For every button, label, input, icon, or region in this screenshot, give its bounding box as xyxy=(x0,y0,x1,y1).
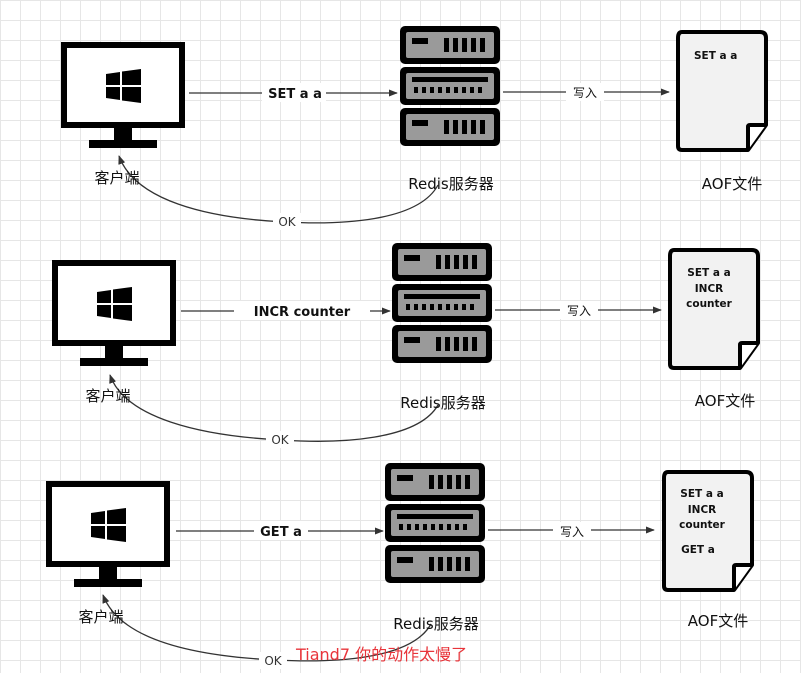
aof-line: SET a a xyxy=(687,267,730,279)
aof-line: counter xyxy=(686,298,733,310)
row-1: SET a a 写入 SET a a OK 客户端 Redis服务器 AOF文件 xyxy=(64,26,768,230)
write-label: 写入 xyxy=(567,304,591,318)
client-label: 客户端 xyxy=(94,169,139,187)
client-label: 客户端 xyxy=(78,608,123,626)
client-label: 客户端 xyxy=(85,387,130,405)
server-rack-icon xyxy=(385,463,485,583)
server-rack-icon xyxy=(400,26,500,146)
server-label: Redis服务器 xyxy=(393,615,478,633)
monitor-windows-icon xyxy=(55,263,173,366)
command-label: SET a a xyxy=(268,87,322,102)
reply-arrow xyxy=(118,155,439,224)
watermark-text: Tiand7 你的动作太慢了 xyxy=(295,645,467,664)
reply-label: OK xyxy=(264,654,282,668)
aof-file-label: AOF文件 xyxy=(702,175,762,193)
server-label: Redis服务器 xyxy=(408,175,493,193)
aof-file-label: AOF文件 xyxy=(695,392,755,410)
aof-line: SET a a xyxy=(680,488,723,500)
aof-line: SET a a xyxy=(694,50,737,62)
write-label: 写入 xyxy=(573,86,597,100)
monitor-windows-icon xyxy=(64,45,182,148)
aof-line: INCR xyxy=(695,283,724,295)
command-label: INCR counter xyxy=(254,305,351,320)
aof-line: counter xyxy=(679,519,726,531)
aof-file-label: AOF文件 xyxy=(688,612,748,630)
monitor-windows-icon xyxy=(49,484,167,587)
row-2: INCR counter 写入 SET a a INCR counter OK … xyxy=(55,243,760,448)
server-rack-icon xyxy=(392,243,492,363)
server-label: Redis服务器 xyxy=(400,394,485,412)
aof-line: INCR xyxy=(688,504,717,516)
write-label: 写入 xyxy=(560,525,584,539)
reply-label: OK xyxy=(271,433,289,447)
row-3: GET a 写入 SET a a INCR counter GET a OK 客… xyxy=(49,463,754,669)
command-label: GET a xyxy=(260,525,302,540)
aof-line: GET a xyxy=(681,544,715,556)
reply-label: OK xyxy=(278,215,296,229)
